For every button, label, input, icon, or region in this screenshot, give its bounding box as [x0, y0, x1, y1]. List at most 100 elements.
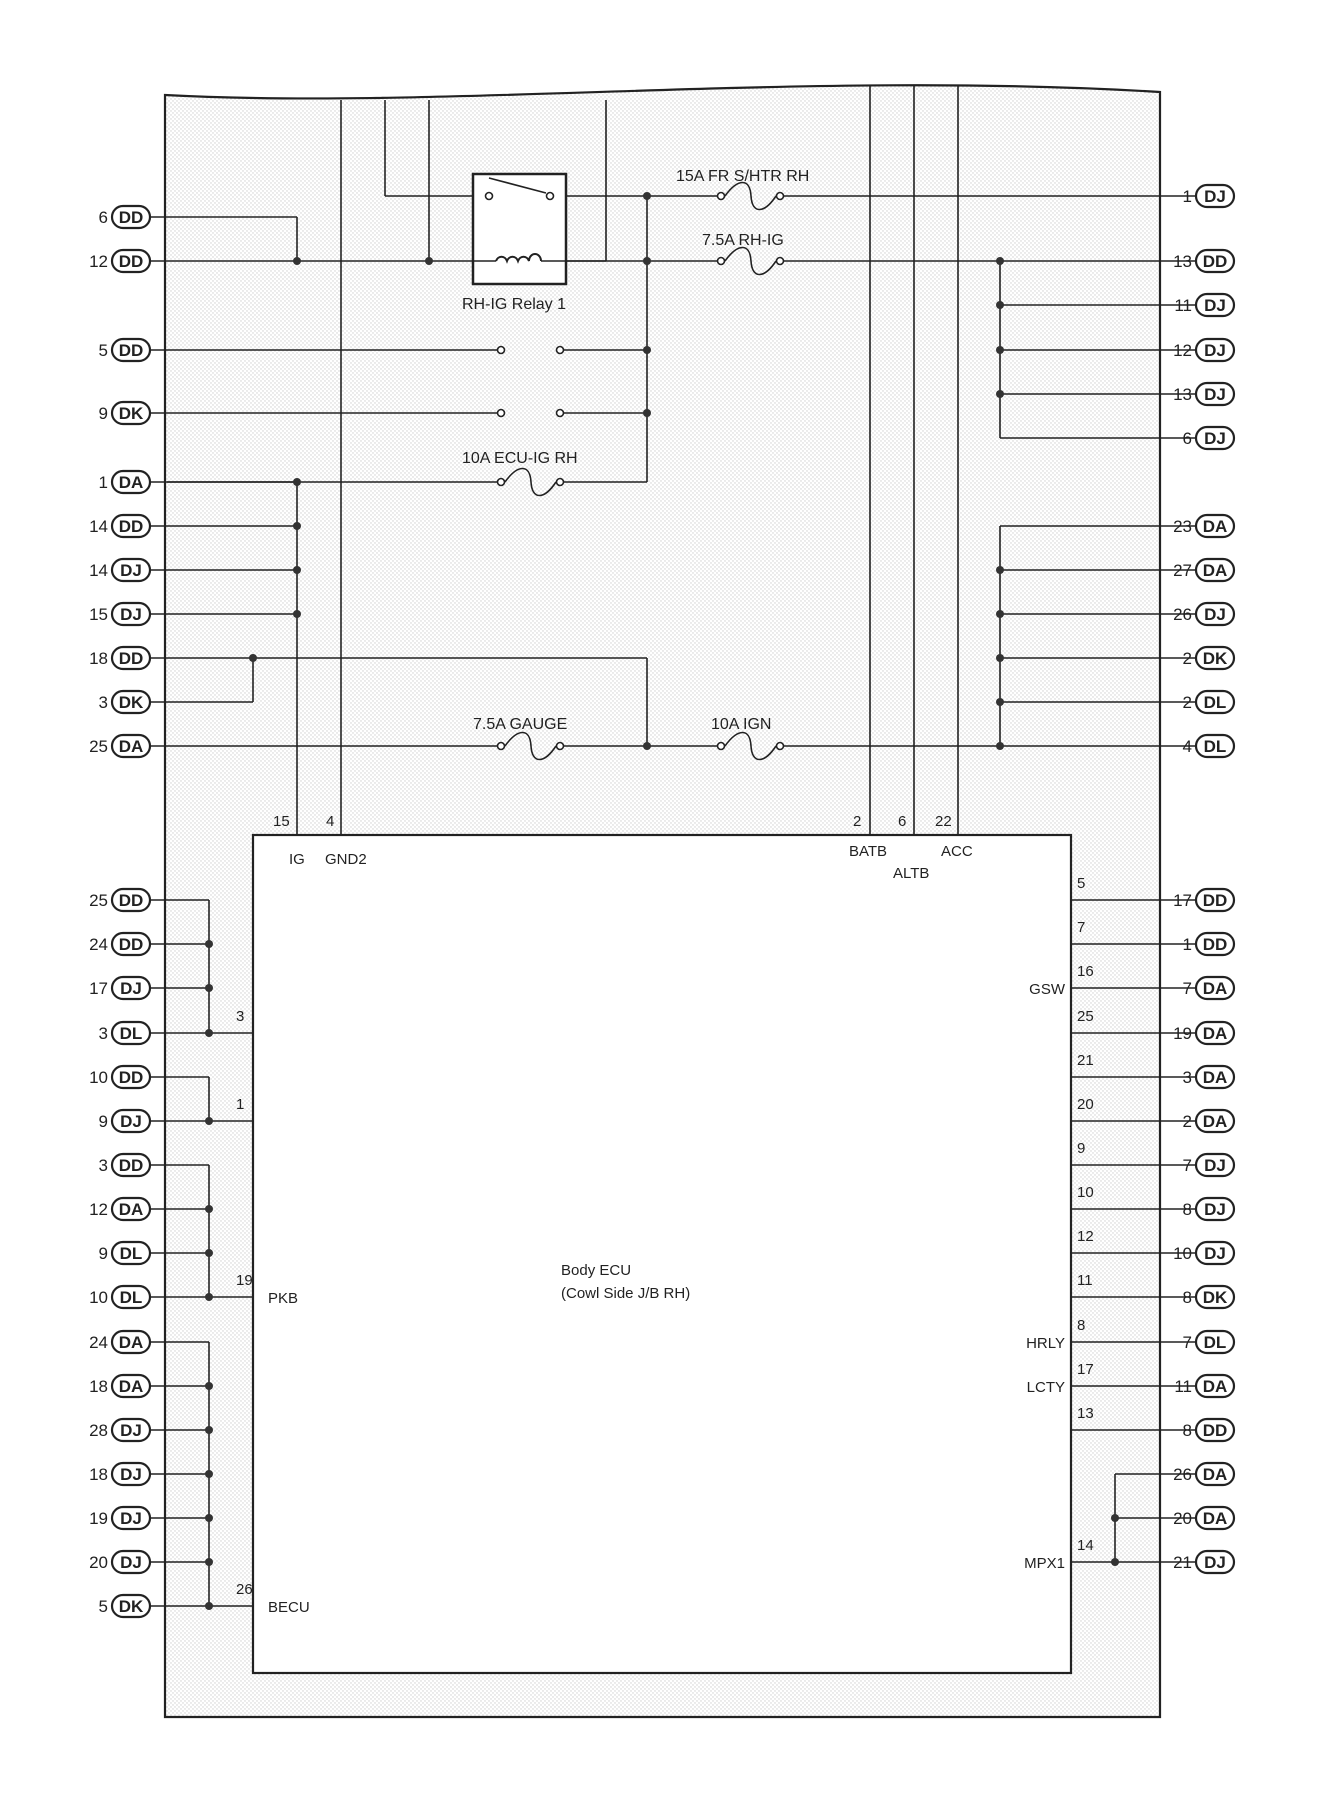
- connector-code: DJ: [1204, 1200, 1226, 1219]
- connector-pill: [110, 1373, 152, 1399]
- ecu-pin-name-altb: ALTB: [893, 865, 929, 882]
- connector-code: DJ: [1204, 1156, 1226, 1175]
- connector-pill: [110, 513, 152, 539]
- connector-code: DA: [119, 473, 144, 492]
- ecu-name-line1: Body ECU: [561, 1262, 631, 1279]
- junction-dot: [996, 742, 1004, 750]
- junction-dot: [205, 1382, 213, 1390]
- junction-dot: [205, 1558, 213, 1566]
- fuse-label-7-5a-rh-ig: 7.5A RH-IG: [702, 232, 784, 249]
- connector-code: DK: [119, 693, 144, 712]
- ecu-right-pin-num: 21: [1077, 1052, 1094, 1069]
- ecu-right-pin-num: 7: [1077, 919, 1085, 936]
- junction-dot: [249, 654, 257, 662]
- connector-code: DJ: [1204, 1244, 1226, 1263]
- junction-dot: [996, 301, 1004, 309]
- connector-pill: [1194, 1417, 1236, 1443]
- ecu-left-pin-name: BECU: [268, 1599, 310, 1616]
- connector-pin-number: 11: [1174, 296, 1192, 315]
- connector-pin-number: 13: [1173, 252, 1192, 271]
- connector-pin-number: 12: [89, 252, 108, 271]
- connector-pill: [110, 1284, 152, 1310]
- connector-pin-number: 25: [89, 891, 108, 910]
- connector-pill: [110, 1505, 152, 1531]
- connector-code: DJ: [120, 1465, 142, 1484]
- connector-code: DA: [1203, 1509, 1228, 1528]
- connector-pill: [110, 1020, 152, 1046]
- connector-pill: [110, 204, 152, 230]
- connector-code: DK: [119, 1597, 144, 1616]
- connector-pin-number: 18: [89, 1377, 108, 1396]
- ecu-left-pin-num: 19: [236, 1272, 253, 1289]
- ecu-pin-num-gnd2: 4: [326, 813, 334, 830]
- connector-code: DD: [119, 935, 144, 954]
- connector-pill: [1194, 931, 1236, 957]
- connector-code: DD: [1203, 935, 1228, 954]
- connector-pin-number: 8: [1183, 1200, 1192, 1219]
- connector-pin-number: 2: [1183, 693, 1192, 712]
- junction-dot: [293, 478, 301, 486]
- junction-dot: [205, 984, 213, 992]
- connector-pin-number: 2: [1183, 649, 1192, 668]
- fuse-label-7-5a-gauge: 7.5A GAUGE: [473, 716, 567, 733]
- connector-pin-number: 7: [1183, 979, 1192, 998]
- ecu-pin-name-gnd2: GND2: [325, 851, 367, 868]
- ecu-pin-name-acc: ACC: [941, 843, 973, 860]
- connector-pill: [1194, 1329, 1236, 1355]
- connector-pin-number: 1: [1183, 187, 1192, 206]
- connector-code: DL: [120, 1024, 143, 1043]
- ecu-right-pin-num: 12: [1077, 1228, 1094, 1245]
- connector-pin-number: 26: [1173, 1465, 1192, 1484]
- junction-dot: [643, 192, 651, 200]
- ecu-right-pin-name: MPX1: [1024, 1555, 1065, 1572]
- fuse-label-10a-ign: 10A IGN: [711, 716, 771, 733]
- connector-code: DA: [119, 1377, 144, 1396]
- ecu-left-pin-num: 3: [236, 1008, 244, 1025]
- junction-dot: [205, 1117, 213, 1125]
- connector-pill: [1194, 645, 1236, 671]
- connector-code: DD: [119, 208, 144, 227]
- connector-pin-number: 18: [89, 649, 108, 668]
- connector-pill: [110, 887, 152, 913]
- connector-pin-number: 10: [89, 1288, 108, 1307]
- connector-pin-number: 7: [1183, 1333, 1192, 1352]
- connector-pill: [110, 1108, 152, 1134]
- fuse-7-5a-gauge: [496, 731, 565, 761]
- connector-code: DJ: [120, 1553, 142, 1572]
- junction-dot: [293, 257, 301, 265]
- ecu-right-pin-num: 17: [1077, 1361, 1094, 1378]
- connector-code: DD: [119, 517, 144, 536]
- relay-switch-contacts: [496, 345, 565, 418]
- connector-pin-number: 10: [1173, 1244, 1192, 1263]
- connector-pin-number: 9: [99, 1244, 108, 1263]
- connector-code: DL: [120, 1288, 143, 1307]
- connector-pill: [1194, 381, 1236, 407]
- fuse-label-10a-ecu-ig-rh: 10A ECU-IG RH: [462, 450, 578, 467]
- ecu-right-pin-num: 11: [1077, 1272, 1093, 1289]
- connector-pill: [110, 1240, 152, 1266]
- connector-pill: [1194, 1240, 1236, 1266]
- connector-dj: 8 DJ: [1183, 1196, 1236, 1222]
- connector-pill: [1194, 1196, 1236, 1222]
- ecu-right-pin-num: 5: [1077, 875, 1085, 892]
- junction-dot: [996, 698, 1004, 706]
